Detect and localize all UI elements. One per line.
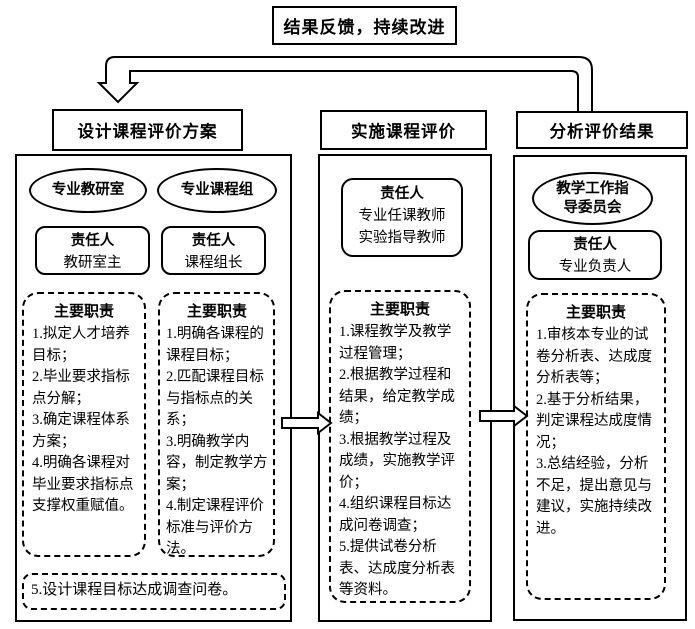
stage-header-analyze: 分析评价结果: [516, 111, 688, 149]
org-ellipse-steering-committee: 教学工作指导委员会: [532, 172, 653, 225]
responsible-title: 责任人: [380, 186, 424, 202]
responsible-person: 专业负责人: [558, 259, 632, 275]
responsible-person: 专业任课教师 实验指导教师: [358, 208, 446, 246]
org-ellipse-course-group: 专业课程组: [157, 168, 277, 213]
feedback-banner: 结果反馈，持续改进: [272, 6, 457, 45]
feedback-loop-arrow: [96, 56, 593, 113]
responsible-title: 责任人: [573, 237, 617, 253]
responsible-box-course-group-leader: 责任人 课程组长: [161, 226, 266, 275]
duties-list: 1.审核本专业的试卷分析表、达成度分析表等； 2.基于分析结果，判定课程达成度情…: [536, 327, 652, 537]
duties-list: 1.拟定人才培养目标； 2.毕业要求指标点分解； 3.确定课程体系方案； 4.明…: [32, 326, 134, 514]
org-label: 教学工作指导委员会: [556, 180, 629, 216]
duties-title: 主要职责: [53, 304, 114, 320]
org-label: 专业教研室: [51, 182, 125, 198]
stage-header-implement-label: 实施课程评价: [351, 122, 456, 141]
responsible-box-program-leader: 责任人 专业负责人: [528, 230, 662, 280]
feedback-banner-label: 结果反馈，持续改进: [283, 18, 446, 37]
stage-header-analyze-label: 分析评价结果: [549, 122, 655, 141]
responsible-title: 责任人: [70, 233, 115, 249]
responsible-person: 教研室主: [63, 255, 122, 271]
duties-box-office: 主要职责 1.拟定人才培养目标； 2.毕业要求指标点分解； 3.确定课程体系方案…: [22, 292, 146, 557]
duties-box-teachers: 主要职责 1.课程教学及教学过程管理； 2.根据教学过程和结果，给定教学成绩； …: [329, 290, 471, 603]
stage-header-implement: 实施课程评价: [320, 110, 487, 150]
survey-design-note: 5.设计课程目标达成调查问卷。: [22, 573, 286, 610]
duties-title: 主要职责: [369, 302, 430, 318]
stage-header-design: 设计课程评价方案: [52, 109, 243, 151]
duties-box-committee: 主要职责 1.审核本专业的试卷分析表、达成度分析表等； 2.基于分析结果，判定课…: [526, 293, 666, 600]
duties-title: 主要职责: [565, 305, 626, 321]
duties-box-course-group: 主要职责 1.明确各课程的课程目标； 2.匹配课程目标与指标点的关系； 3.明确…: [158, 292, 275, 557]
duties-title: 主要职责: [186, 304, 247, 320]
responsible-box-teachers: 责任人 专业任课教师 实验指导教师: [341, 178, 463, 257]
survey-design-note-label: 5.设计课程目标达成调查问卷。: [31, 582, 238, 598]
org-label: 专业课程组: [180, 182, 254, 198]
responsible-person: 课程组长: [184, 255, 243, 271]
duties-list: 1.课程教学及教学过程管理； 2.根据教学过程和结果，给定教学成绩； 3.根据教…: [339, 324, 455, 598]
duties-list: 1.明确各课程的课程目标； 2.匹配课程目标与指标点的关系； 3.明确教学内容，…: [166, 326, 268, 557]
responsible-title: 责任人: [191, 233, 236, 249]
responsible-box-office-director: 责任人 教研室主: [35, 226, 150, 275]
stage-header-design-label: 设计课程评价方案: [77, 122, 218, 141]
org-ellipse-teaching-research-office: 专业教研室: [29, 168, 147, 213]
